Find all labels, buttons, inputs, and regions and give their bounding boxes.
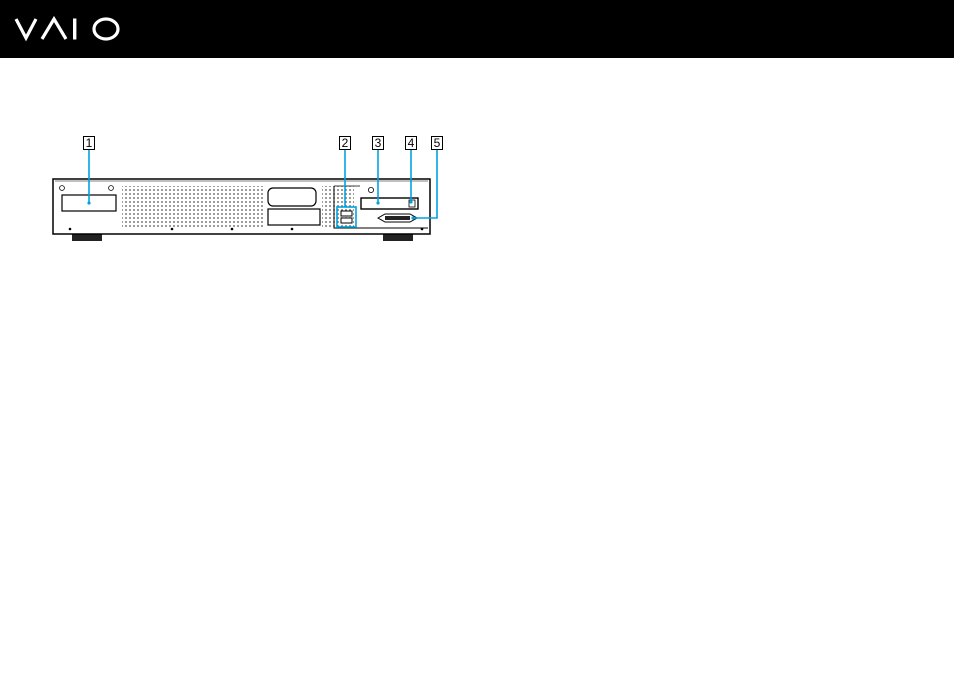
callout-2: 2 — [339, 136, 351, 150]
vent-grill-left — [122, 186, 265, 228]
callout-4: 4 — [405, 136, 417, 150]
callout-1: 1 — [83, 136, 95, 150]
usb-port-lower — [341, 218, 352, 223]
center-window-top — [268, 188, 316, 206]
callout-5: 5 — [431, 136, 443, 150]
center-window-bottom — [268, 209, 320, 225]
usb-port-upper — [341, 211, 352, 216]
callout-3: 3 — [372, 136, 384, 150]
